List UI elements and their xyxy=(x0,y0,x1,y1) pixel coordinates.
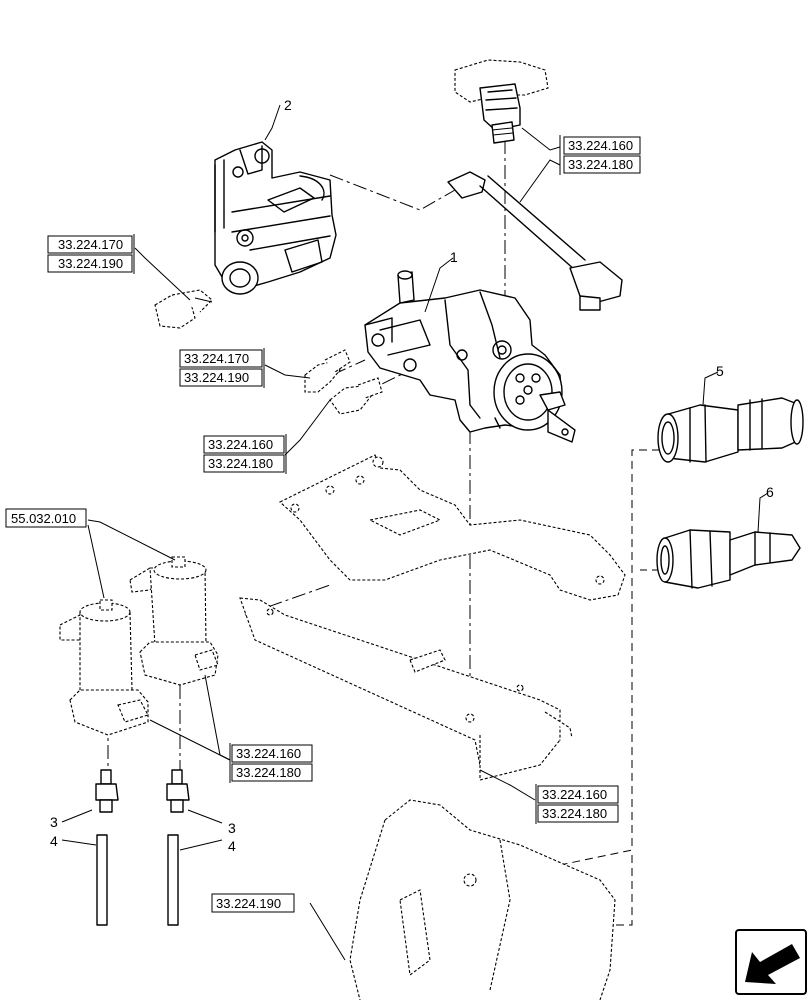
reference-label: 33.224.180 xyxy=(236,765,301,780)
fitting-ghost-left xyxy=(154,289,213,329)
reference-box-5[interactable]: 55.032.010 xyxy=(5,508,87,528)
elbow-fitting-top xyxy=(454,59,549,144)
reference-label: 33.224.160 xyxy=(208,437,273,452)
part-1-main-valve xyxy=(364,270,576,443)
reference-label: 33.224.190 xyxy=(184,370,249,385)
item-numbers: 2 1 5 6 3 3 4 4 xyxy=(50,97,774,854)
leader-lines xyxy=(61,104,769,961)
item-number: 4 xyxy=(50,833,58,849)
item-number: 5 xyxy=(716,363,724,379)
item-number: 4 xyxy=(228,838,236,854)
fittings-item1-left xyxy=(304,349,383,415)
reference-label: 33.224.190 xyxy=(216,896,281,911)
part-3-4-left xyxy=(95,769,119,926)
reference-label: 55.032.010 xyxy=(11,511,76,526)
reference-label: 33.224.170 xyxy=(58,237,123,252)
part-2-valve-bracket xyxy=(214,141,337,295)
reference-label: 33.224.170 xyxy=(184,351,249,366)
solenoid-valves xyxy=(59,556,219,736)
part-5-coupler xyxy=(657,397,804,463)
reference-box-1[interactable]: 33.224.160 33.224.180 xyxy=(559,135,641,175)
reference-box-4[interactable]: 33.224.160 33.224.180 xyxy=(203,434,287,474)
item-number: 1 xyxy=(450,249,458,265)
reference-label: 33.224.160 xyxy=(236,746,301,761)
arrow-back-icon[interactable] xyxy=(735,929,807,995)
bracket-plate xyxy=(239,454,626,781)
part-3-4-right xyxy=(166,769,190,926)
item-number: 6 xyxy=(766,484,774,500)
lower-chassis xyxy=(349,799,616,1000)
item-number: 3 xyxy=(50,814,58,830)
reference-box-2[interactable]: 33.224.170 33.224.190 xyxy=(47,234,135,274)
reference-label: 33.224.160 xyxy=(568,138,633,153)
reference-label: 33.224.180 xyxy=(208,456,273,471)
reference-box-3[interactable]: 33.224.170 33.224.190 xyxy=(179,348,265,388)
reference-label: 33.224.160 xyxy=(542,787,607,802)
reference-box-7[interactable]: 33.224.160 33.224.180 xyxy=(535,784,619,824)
reference-box-6[interactable]: 33.224.160 33.224.180 xyxy=(229,743,313,783)
reference-box-8[interactable]: 33.224.190 xyxy=(211,893,295,913)
item-number: 3 xyxy=(228,820,236,836)
reference-label: 33.224.190 xyxy=(58,256,123,271)
part-6-coupler xyxy=(656,529,801,589)
hose-line xyxy=(447,171,623,311)
reference-label: 33.224.180 xyxy=(568,157,633,172)
reference-label: 33.224.180 xyxy=(542,806,607,821)
item-number: 2 xyxy=(284,97,292,113)
